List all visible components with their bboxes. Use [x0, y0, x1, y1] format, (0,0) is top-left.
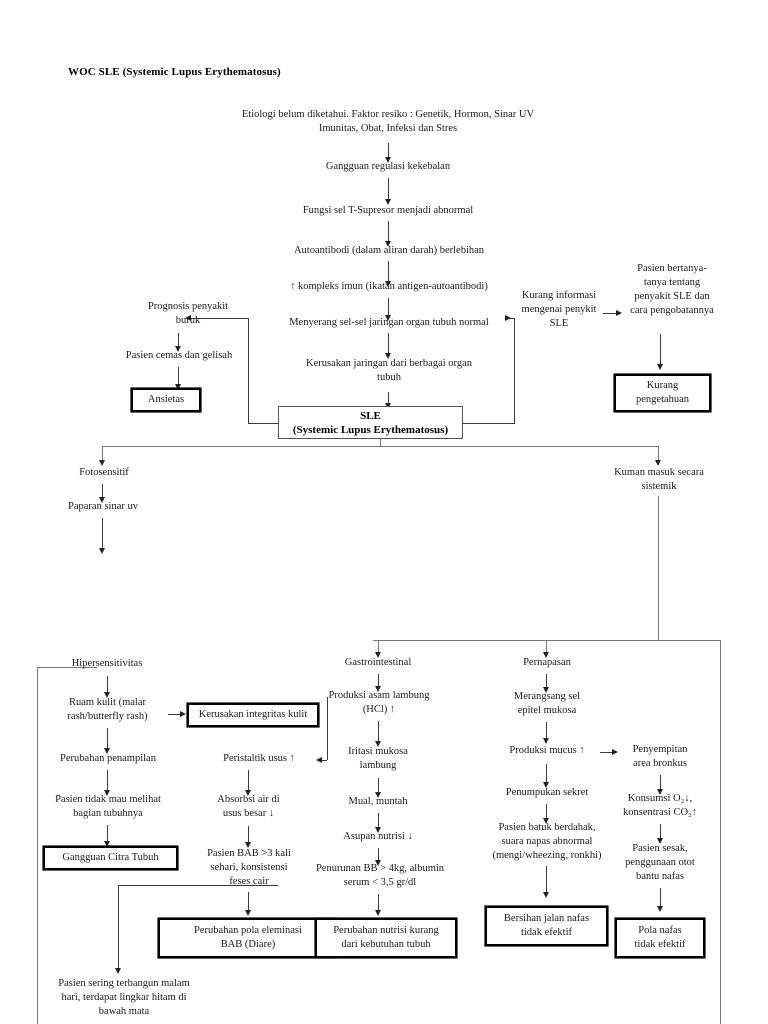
node-pernapasan: Pernapasan — [523, 657, 571, 668]
node-penumpukan-sekret: Penumpukan sekret — [505, 787, 589, 798]
node-iritasi-mukosa: Iritasi mukosa lambung — [348, 746, 408, 771]
node-pasien-batuk: Pasien batuk berdahak, suara napas abnor… — [492, 822, 602, 861]
node-pasien-sering-terbangun: Pasien sering terbangun malam hari, terd… — [58, 978, 190, 1017]
node-kuman-masuk: Kuman masuk secara sistemik — [614, 467, 704, 492]
node-pasien-bab: Pasien BAB >3 kali sehari, konsistensi f… — [207, 848, 291, 887]
node-konsumsi-o2: Konsumsi O₂↓, konsentrasi CO₂↑ — [623, 793, 697, 818]
node-paparan-sinar-uv: Paparan sinar uv — [68, 501, 138, 512]
node-pasien-cemas: Pasien cemas dan gelisah — [125, 350, 233, 361]
node-prognosis: Prognosis penyakit buruk — [147, 301, 229, 326]
node-kerusakan-jaringan: Kerusakan jaringan dari berbagai organ t… — [306, 358, 472, 383]
diagnosis-kurang-pengetahuan: Kurang pengetahuan — [615, 375, 710, 411]
diagnosis-pola-nafas: Pola nafas tidak efektif — [616, 919, 704, 957]
diagnosis-gangguan-citra-tubuh: Gangguan Citra Tubuh — [44, 847, 177, 869]
node-fungsi-sel-t: Fungsi sel T-Supresor menjadi abnormal — [302, 205, 474, 216]
node-etiologi: Etiologi belum diketahui. Faktor resiko … — [241, 109, 535, 134]
node-produksi-asam-lambung: Produksi asam lambung (HCl) ↑ — [328, 690, 430, 715]
node-merangsang-sel: Merangsang sel epitel mukosa — [513, 691, 581, 716]
node-penurunan-bb: Penurunan BB > 4kg, albumin serum < 3,5 … — [315, 863, 445, 888]
node-peristaltik-usus: Peristaltik usus ↑ — [223, 753, 295, 764]
node-autoantibodi: Autoantibodi (dalam aliran darah) berleb… — [293, 245, 485, 256]
diagnosis-perubahan-nutrisi: Perubahan nutrisi kurang dari kebutuhan … — [316, 919, 456, 957]
node-fotosensitif: Fotosensitif — [79, 467, 129, 478]
node-pasien-bertanya: Pasien bertanya- tanya tentang penyakit … — [630, 263, 714, 316]
node-gastrointestinal: Gastrointestinal — [344, 657, 412, 668]
node-pasien-sesak: Pasien sesak, penggunaan otot bantu nafa… — [625, 843, 695, 882]
node-mual-muntah: Mual, muntah — [348, 796, 408, 807]
node-absorbsi-air: Absorbsi air di usus besar ↓ — [217, 794, 280, 819]
diagnosis-ansietas: Ansietas — [132, 389, 200, 411]
node-menyerang-sel: Menyerang sel-sel jaringan organ tubuh n… — [289, 317, 489, 328]
node-asupan-nutrisi: Asupan nutrisi ↓ — [343, 831, 413, 842]
node-produksi-mucus: Produksi mucus ↑ — [509, 745, 585, 756]
node-gangguan-regulasi: Gangguan regulasi kekebalan — [325, 161, 451, 172]
node-perubahan-penampilan: Perubahan penampilan — [60, 753, 156, 764]
node-pasien-tidak-mau-melihat: Pasien tidak mau melihat bagian tubuhnya — [55, 794, 161, 819]
diagnosis-kerusakan-integritas-kulit: Kerusakan integritas kulit — [188, 704, 318, 726]
node-hipersensitivitas: Hipersensitivitas — [71, 658, 143, 669]
node-penyempitan-bronkus: Penyempitan area bronkus — [632, 744, 688, 769]
node-kompleks-imun: ↑ kompleks imun (ikatan antigen-autoanti… — [290, 281, 488, 292]
diagnosis-perubahan-pola-eleminasi: Perubahan pola eleminasi BAB (Diare) — [159, 919, 337, 957]
node-kurang-informasi: Kurang informasi mengenai penykit SLE — [521, 290, 597, 329]
sle-box: SLE (Systemic Lupus Erythematosus) — [278, 406, 463, 439]
page-title: WOC SLE (Systemic Lupus Erythematosus) — [68, 66, 281, 78]
node-ruam-kulit: Ruam kulit (malar rash/butterfly rash) — [67, 697, 148, 722]
diagnosis-bersihan-jalan-nafas: Bersihan jalan nafas tidak efektif — [486, 907, 607, 945]
